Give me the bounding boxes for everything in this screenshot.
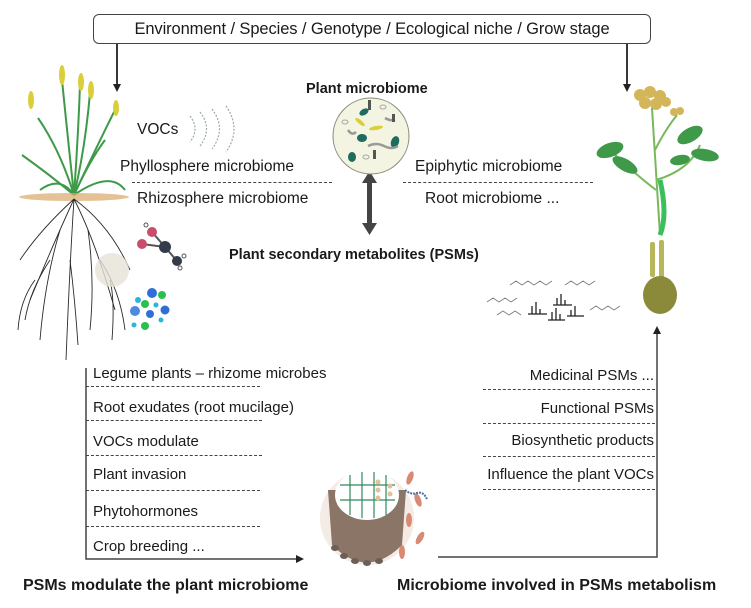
left-list-divider: [86, 490, 260, 491]
plant-microbiome-title: Plant microbiome: [306, 81, 428, 97]
chemical-structures-icon: [486, 280, 621, 316]
root-cross-section-icon: [320, 470, 428, 566]
rhizosphere-label: Rhizosphere microbiome: [137, 190, 309, 207]
left-list-divider: [86, 420, 262, 421]
molecule-icon: [137, 222, 187, 271]
left-list-item: Plant invasion: [93, 466, 187, 483]
right-list-divider: [483, 389, 655, 390]
left-list-item: VOCs modulate: [93, 433, 199, 450]
left-label-divider: [132, 182, 332, 183]
epiphytic-label: Epiphytic microbiome: [415, 158, 563, 175]
left-list-divider: [86, 455, 262, 456]
left-list-item: Crop breeding ...: [93, 538, 205, 555]
right-flow-line: [438, 326, 661, 558]
mass-spectrum-icon: [528, 294, 584, 321]
microbe-community-icon: [332, 97, 410, 175]
factors-box: Environment / Species / Genotype / Ecolo…: [93, 14, 651, 44]
right-list-divider: [483, 423, 655, 424]
vocs-label: VOCs: [137, 121, 179, 138]
phyllosphere-label: Phyllosphere microbiome: [120, 158, 295, 175]
right-list-item: Influence the plant VOCs: [487, 466, 654, 483]
left-caption: PSMs modulate the plant microbiome: [23, 577, 309, 594]
soil-microbes-icon: [95, 253, 129, 287]
left-list-item: Legume plants – rhizome microbes: [93, 365, 327, 382]
root-microbiome-label: Root microbiome ...: [425, 190, 560, 207]
right-list-item: Medicinal PSMs ...: [529, 367, 654, 384]
right-list-item: Functional PSMs: [540, 400, 654, 417]
left-list-item: Phytohormones: [93, 503, 199, 520]
herb-plant-icon: [596, 86, 719, 236]
left-list-divider: [86, 386, 260, 387]
left-flow-line: [85, 368, 304, 563]
psms-title: Plant secondary metabolites (PSMs): [229, 247, 479, 263]
right-caption: Microbiome involved in PSMs metabolism: [397, 577, 717, 594]
rhizome-icon: [643, 240, 677, 314]
bidirectional-arrow: [362, 171, 377, 235]
right-list-divider: [483, 489, 655, 490]
right-list-divider: [483, 456, 655, 457]
right-list-item: Biosynthetic products: [511, 432, 654, 449]
right-label-divider: [403, 182, 593, 183]
left-list-item: Root exudates (root mucilage): [93, 399, 294, 416]
compound-dots-icon: [130, 288, 170, 330]
left-list-divider: [86, 526, 260, 527]
grass-plant-icon: [19, 65, 129, 201]
voc-waves-icon: [189, 105, 235, 153]
